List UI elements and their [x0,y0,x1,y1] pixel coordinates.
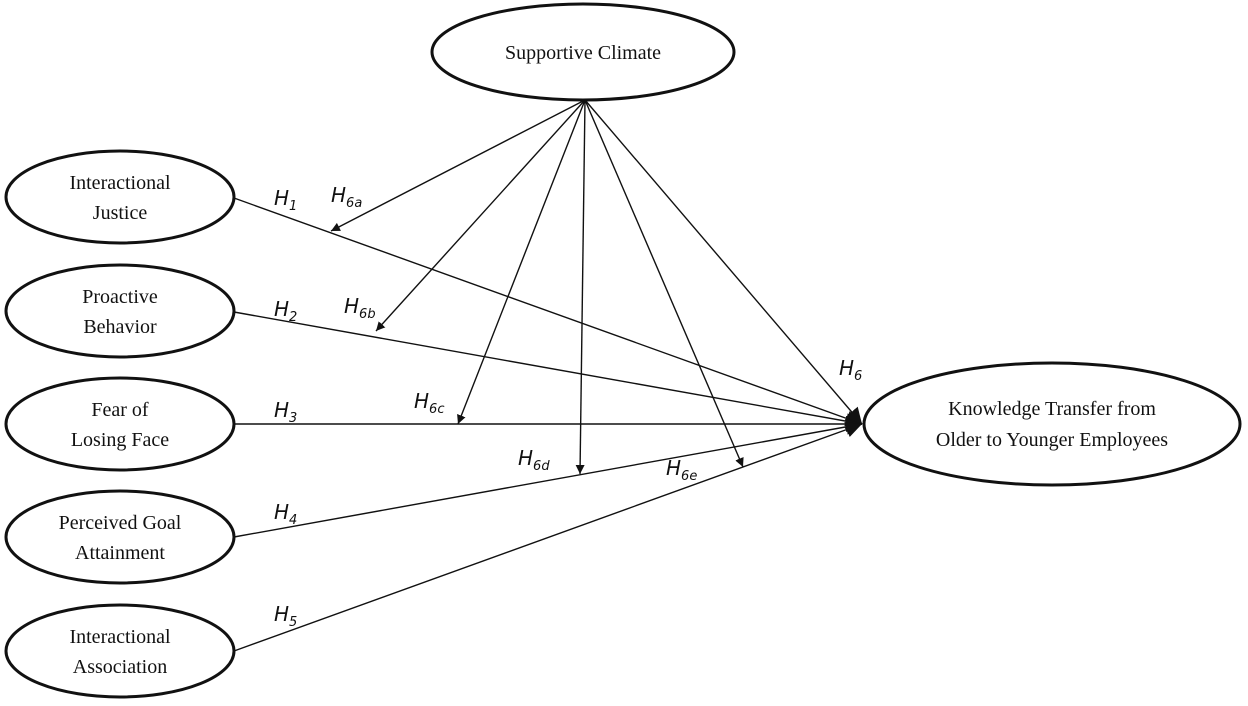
node-label-line-2: Justice [93,202,148,224]
label-h3: H3 [274,398,297,426]
node-label-line-2: Older to Younger Employees [936,429,1168,451]
node-knowledge-transfer: Knowledge Transfer from Older to Younger… [862,361,1242,487]
label-h5: H5 [274,602,297,630]
edge-h6d [575,99,586,475]
label-h6: H6 [839,356,862,384]
label-h6c: H6c [414,389,444,417]
edge-h6c [457,99,586,425]
node-label-line-2: Behavior [83,316,157,338]
node-perceived-goal-attainment: Perceived Goal Attainment [4,489,236,585]
label-h6d: H6d [518,446,550,474]
edge-h6a [330,99,586,232]
label-h2: H2 [274,297,297,325]
main-effect-edges [233,197,863,652]
node-interactional-justice: Interactional Justice [4,149,236,245]
node-label-line-1: Interactional [69,626,170,648]
node-interactional-association: Interactional Association [4,603,236,699]
node-label-line-1: Proactive [82,286,158,308]
label-h6e: H6e [666,456,697,484]
node-fear-of-losing-face: Fear of Losing Face [4,376,236,472]
node-label-line-1: Interactional [69,172,170,194]
node-label-line-1: Perceived Goal [59,512,182,534]
edge-h6b [375,99,586,332]
label-h4: H4 [274,500,297,528]
label-h1: H1 [274,186,297,214]
node-supportive-climate: Supportive Climate [430,2,736,102]
hypothesis-labels: H1 H6a H2 H6b H3 H6c H6d H6e H4 H5 H6 [274,183,862,630]
node-proactive-behavior: Proactive Behavior [4,263,236,359]
node-label-line-2: Attainment [75,542,165,564]
node-label-line-1: Fear of [91,399,149,421]
edge-h6e [584,99,744,468]
label-h6a: H6a [331,183,362,211]
label-h6b: H6b [344,294,376,322]
node-label-line-2: Losing Face [71,429,169,451]
node-label-line-1: Knowledge Transfer from [948,398,1156,420]
moderation-edges [330,99,863,475]
edge-h6 [584,99,863,425]
edge-h2 [233,311,863,430]
node-label: Supportive Climate [505,42,661,64]
node-label-line-2: Association [73,656,167,678]
edge-h4 [233,418,863,538]
edge-h1 [233,197,863,427]
edge-h5 [233,421,863,652]
